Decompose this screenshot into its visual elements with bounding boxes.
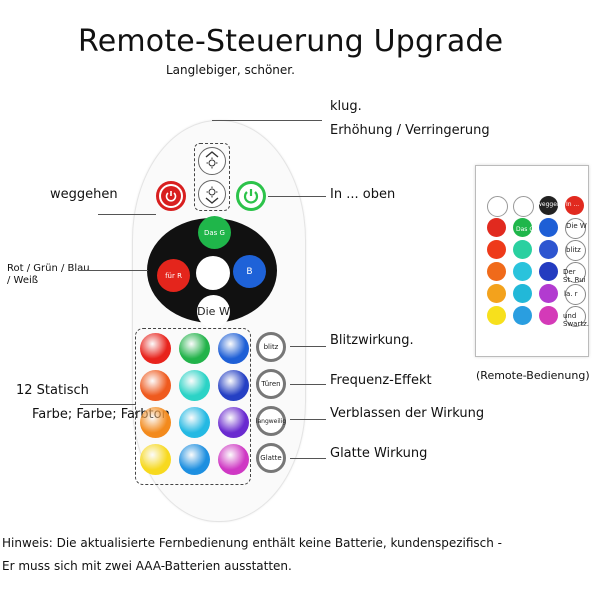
page-title: Remote-Steuerung Upgrade [78, 24, 504, 59]
label-static: 12 Statisch [16, 383, 89, 398]
thumb-function-button [565, 306, 586, 327]
thumb-color-button [513, 306, 532, 325]
note-line-1: Hinweis: Die aktualisierte Fernbedienung… [2, 536, 502, 550]
color-button[interactable] [218, 370, 249, 401]
thumb-label-fade: la. r [564, 290, 578, 298]
thumb-color-button [487, 284, 506, 303]
thumb-on-button: In ... [565, 196, 584, 215]
thumb-label-green: Das G [516, 226, 534, 233]
thumb-function-button [565, 284, 586, 305]
label-on: In ... oben [330, 187, 396, 202]
power-off-icon [161, 186, 181, 206]
center-button[interactable] [196, 256, 230, 290]
color-button[interactable] [218, 333, 249, 364]
thumb-function-button [565, 262, 586, 283]
thumb-color-button [487, 240, 506, 259]
color-grid-group [135, 328, 251, 485]
thumb-color-button [513, 284, 532, 303]
thumb-color-button [513, 240, 532, 259]
thumb-brightness-down-icon [513, 196, 534, 217]
power-on-button[interactable] [236, 181, 266, 211]
callout-line-smooth [290, 458, 326, 459]
label-colors: Farbe; Farbe; Farbton [32, 407, 170, 422]
color-button[interactable] [140, 370, 171, 401]
thumb-color-button [539, 306, 558, 325]
callout-line-klug [212, 120, 322, 121]
callout-line-fade [290, 419, 326, 420]
color-button[interactable] [179, 333, 210, 364]
thumb-caption: (Remote-Bedienung) [476, 369, 590, 382]
thumb-color-button [487, 218, 506, 237]
page-subtitle: Langlebiger, schöner. [166, 63, 295, 77]
thumb-label-strobe: Der St. Rui [563, 268, 586, 284]
color-button[interactable] [218, 444, 249, 475]
color-button[interactable] [140, 333, 171, 364]
thumb-color-button [513, 262, 532, 281]
brightness-up-button[interactable] [198, 147, 226, 175]
power-on-icon [243, 189, 259, 204]
color-button[interactable] [179, 407, 210, 438]
thumb-color-button [539, 284, 558, 303]
thumb-color-button [539, 240, 558, 259]
label-klug: klug. [330, 99, 362, 114]
callout-line-off [98, 214, 156, 215]
sun-up-icon [205, 151, 219, 169]
thumb-label-flash: blitz [566, 246, 581, 254]
thumb-color-button [487, 262, 506, 281]
label-strobe: Frequenz-Effekt [330, 373, 432, 388]
label-flash: Blitzwirkung. [330, 333, 414, 348]
remote-thumbnail: weggeh In ... Die W blitz Der St. Rui la… [475, 165, 589, 357]
thumb-function-button [565, 218, 586, 239]
label-fade: Verblassen der Wirkung [330, 406, 485, 421]
label-brightness: Erhöhung / Verringerung [330, 123, 490, 138]
flash-button[interactable]: blitz [256, 332, 286, 362]
color-button[interactable] [179, 370, 210, 401]
thumb-color-button [539, 262, 558, 281]
callout-line-flash [290, 346, 326, 347]
sun-down-icon [205, 186, 219, 204]
callout-line-rgbw [80, 270, 148, 271]
smooth-button[interactable]: Glatte [256, 443, 286, 473]
thumb-color-button [539, 218, 558, 237]
thumb-off-button: weggeh [537, 196, 561, 215]
callout-line-strobe [290, 384, 326, 385]
brightness-group [194, 143, 230, 211]
label-rgbw-2: / Weiß [7, 275, 39, 286]
white-button[interactable]: Die W [197, 295, 230, 328]
label-off: weggehen [50, 187, 118, 202]
color-button[interactable] [179, 444, 210, 475]
thumb-label-smooth: und Swartz. [563, 312, 589, 328]
thumb-color-button [513, 218, 532, 237]
blue-button[interactable]: B [233, 255, 266, 288]
label-rgbw: Rot / Grün / Blau [7, 263, 90, 274]
color-button[interactable] [140, 407, 171, 438]
brightness-down-button[interactable] [198, 180, 226, 208]
power-off-button[interactable] [156, 181, 186, 211]
thumb-function-button [565, 240, 586, 261]
green-button[interactable]: Das G [198, 216, 231, 249]
callout-line-on [268, 196, 326, 197]
strobe-button[interactable]: Türen [256, 369, 286, 399]
thumb-label-white: Die W [566, 222, 587, 230]
red-button[interactable]: für R [157, 259, 190, 292]
fade-button[interactable]: langweilig [256, 406, 286, 436]
color-button[interactable] [140, 444, 171, 475]
note-line-2: Er muss sich mit zwei AAA-Batterien auss… [2, 559, 292, 573]
label-smooth: Glatte Wirkung [330, 446, 428, 461]
callout-line-static [80, 404, 136, 405]
thumb-brightness-up-icon [487, 196, 508, 217]
color-button[interactable] [218, 407, 249, 438]
thumb-color-button [487, 306, 506, 325]
